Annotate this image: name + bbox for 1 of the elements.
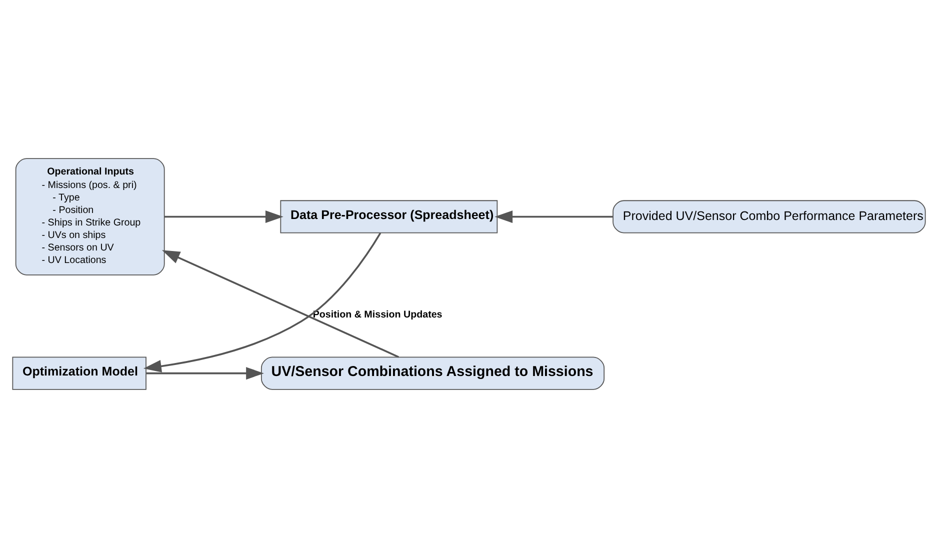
edge-label: Position & Mission Updates <box>312 309 442 320</box>
